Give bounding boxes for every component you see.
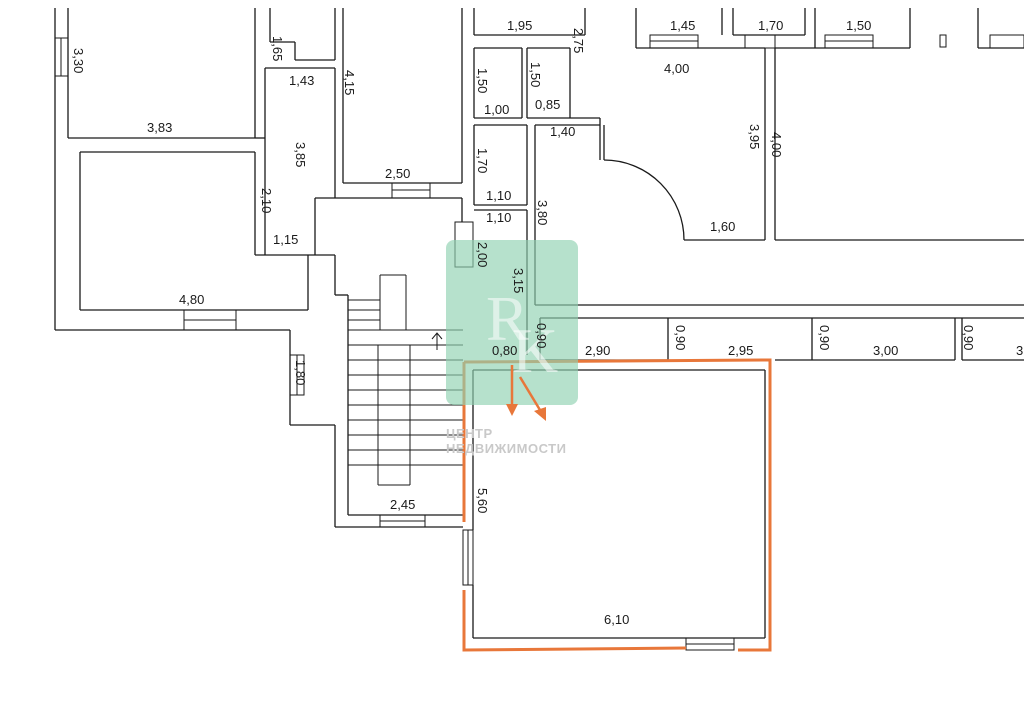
dim-label: 1,70	[758, 18, 783, 33]
dim-label: 1,60	[710, 219, 735, 234]
dim-label: 0,80	[492, 343, 517, 358]
logo-letter-r: R	[486, 283, 529, 354]
dim-label: 3,95	[747, 124, 762, 149]
dim-label: 0,85	[535, 97, 560, 112]
dim-label: 2,00	[475, 242, 490, 267]
dim-label: 1,10	[486, 188, 511, 203]
dim-label: 3,15	[511, 268, 526, 293]
dim-label: 2,95	[728, 343, 753, 358]
dim-label: 3,80	[535, 200, 550, 225]
dim-label: 2,45	[390, 497, 415, 512]
dim-label: 2,90	[585, 343, 610, 358]
dim-label: 3,85	[293, 142, 308, 167]
dim-label: 1,50	[475, 68, 490, 93]
dim-label: 3	[1016, 343, 1023, 358]
dimension-labels: 1,65 3,30 1,43 4,15 3,83 3,85 2,10 1,15 …	[71, 18, 1023, 627]
direction-arrows	[506, 365, 546, 421]
arrow-diagonal-icon	[534, 407, 546, 421]
dim-label: 2,75	[571, 28, 586, 53]
dim-label: 5,60	[475, 488, 490, 513]
dim-label: 4,00	[664, 61, 689, 76]
watermark-line1: ЦЕНТР	[446, 426, 493, 441]
logo-letter-k: K	[512, 315, 558, 386]
staircase	[348, 274, 463, 486]
dim-label: 0,90	[817, 325, 832, 350]
dim-label: 4,00	[769, 132, 784, 157]
dim-label: 1,40	[550, 124, 575, 139]
dim-label: 0,90	[534, 323, 549, 348]
dim-label: 1,10	[486, 210, 511, 225]
watermark-line2: НЕДВИЖИМОСТИ	[446, 441, 566, 456]
arrow-down-icon	[506, 404, 518, 416]
dim-label: 4,80	[179, 292, 204, 307]
dim-label: 1,50	[846, 18, 871, 33]
dim-label: 2,10	[259, 188, 274, 213]
dim-label: 3,30	[71, 48, 86, 73]
dim-label: 3,00	[873, 343, 898, 358]
dim-label: 1,00	[484, 102, 509, 117]
dim-label: 1,45	[670, 18, 695, 33]
dim-label: 1,95	[507, 18, 532, 33]
dim-label: 3,83	[147, 120, 172, 135]
dim-label: 1,15	[273, 232, 298, 247]
dim-label: 1,50	[528, 62, 543, 87]
dim-label: 0,90	[673, 325, 688, 350]
dim-label: 1,80	[293, 360, 308, 385]
dim-label: 6,10	[604, 612, 629, 627]
dim-label: 0,90	[961, 325, 976, 350]
dim-label: 4,15	[342, 70, 357, 95]
dim-label: 2,50	[385, 166, 410, 181]
watermark-logo: R K	[446, 240, 578, 405]
dim-label: 1,43	[289, 73, 314, 88]
dim-label: 1,65	[270, 36, 285, 61]
dim-label: 1,70	[475, 148, 490, 173]
